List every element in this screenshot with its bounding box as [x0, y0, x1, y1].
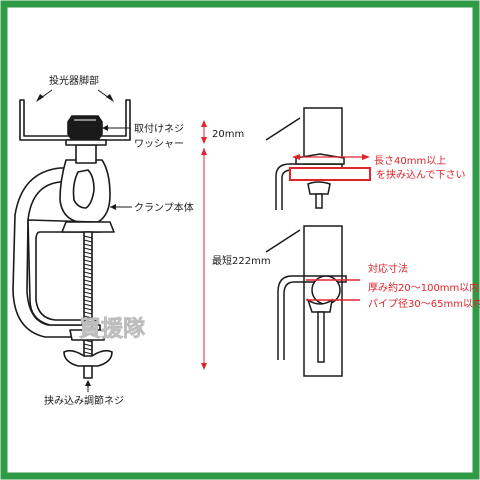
label-insert-instruction: を挟み込んで下さい — [376, 168, 466, 181]
label-clamp-body: クランプ本体 — [134, 201, 194, 214]
clamp-illustration — [12, 99, 131, 379]
wing-nut — [63, 349, 113, 367]
label-dim-20mm: 20mm — [212, 129, 244, 140]
pipe-range-marks — [306, 279, 360, 301]
label-dim-222mm: 最短222mm — [212, 254, 271, 267]
washer — [65, 139, 107, 146]
label-projector-base: 投光器脚部 — [49, 74, 99, 87]
detail-pipe-clamp — [265, 225, 347, 377]
watermark: 買援隊 — [79, 316, 146, 342]
arrow-40mm-heads — [292, 154, 370, 160]
label-adjust-screw: 挟み込み調節ネジ — [44, 394, 124, 407]
label-insert-length: 長さ40mm以上 — [374, 155, 446, 167]
mount-screw-nut — [67, 115, 103, 141]
label-mount-screw: 取付けネジ — [134, 122, 184, 135]
label-spec-title: 対応寸法 — [368, 262, 408, 275]
pipe-lower-pad — [306, 298, 334, 313]
flat-lower-pad — [307, 181, 331, 195]
dimension-arrowheads — [201, 120, 207, 370]
pipe-break-line — [265, 229, 301, 253]
clamp-hub-slot — [72, 169, 95, 209]
top-jaw-pad — [61, 221, 115, 233]
flat-plate-object — [289, 167, 371, 181]
stem — [75, 144, 97, 164]
pipe-jaw-frame — [277, 275, 347, 360]
label-spec-thickness: 厚み約20～100mm以内 — [368, 281, 479, 294]
left-callout-arrowheads — [36, 94, 116, 386]
bottom-pad — [69, 329, 107, 341]
detail-flat-clamp — [265, 107, 345, 210]
pipe-screw — [317, 311, 325, 363]
label-washer: ワッシャー — [134, 139, 184, 150]
flat-screw — [315, 193, 323, 209]
projector-base-bracket — [19, 99, 131, 141]
rod-end — [83, 365, 93, 379]
label-spec-pipe: パイプ径30～65mm以内 — [368, 297, 480, 310]
flat-break-line — [265, 117, 301, 141]
